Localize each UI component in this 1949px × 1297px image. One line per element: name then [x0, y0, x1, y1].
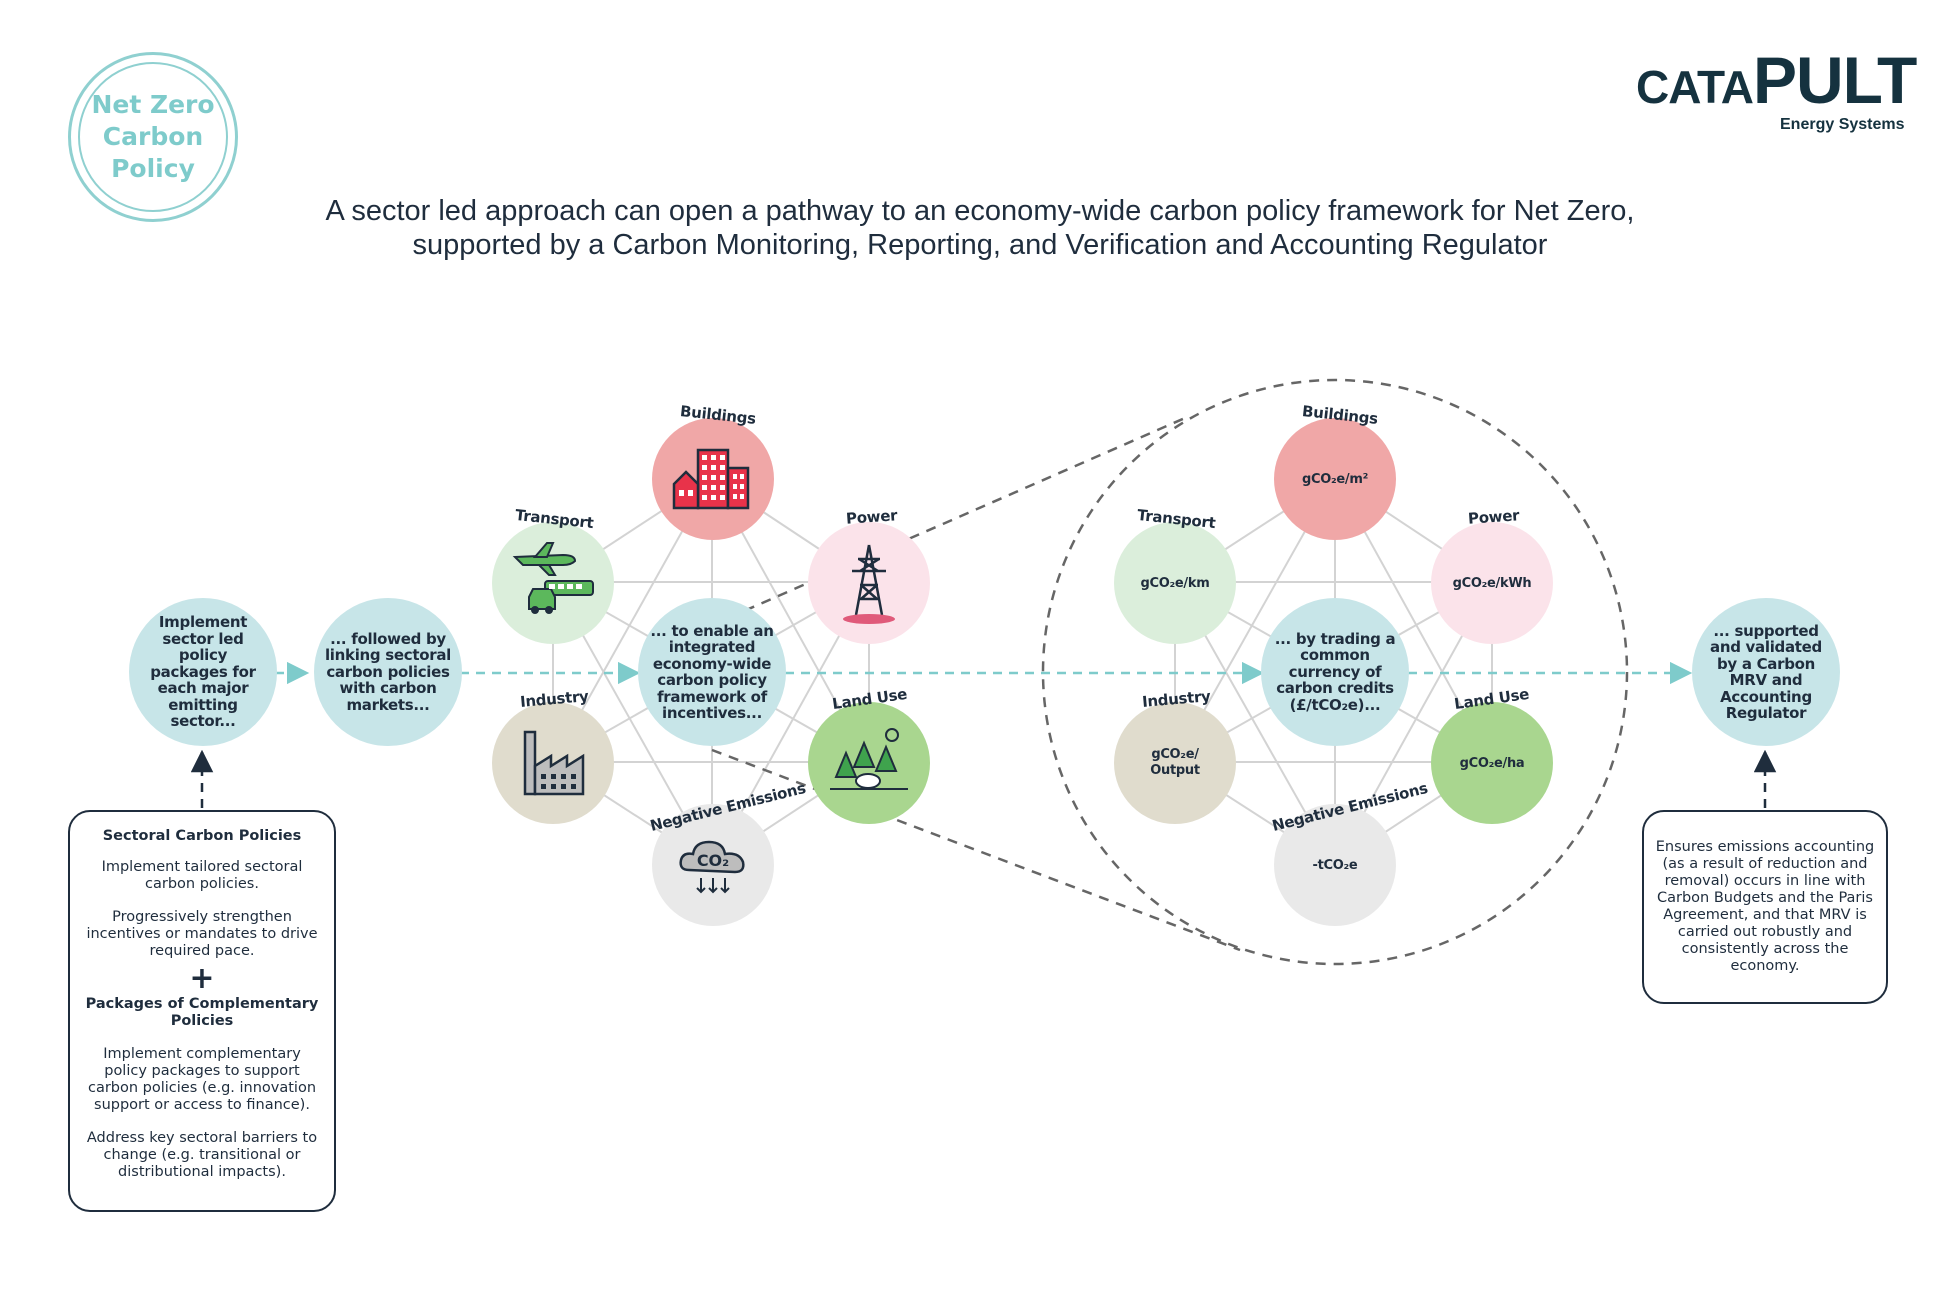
logo-a: A — [1720, 61, 1754, 113]
buildings-icon — [672, 448, 750, 510]
power-label-right: Power — [1467, 506, 1520, 528]
stamp-text: Net Zero Carbon Policy — [78, 62, 228, 212]
land-use-node — [808, 702, 930, 824]
zoom-line-top — [711, 416, 1186, 627]
power-node — [808, 522, 930, 644]
factory-icon — [523, 730, 585, 796]
zoom-line-bottom — [711, 748, 1241, 952]
stamp-line-2: Carbon — [102, 122, 204, 151]
land-use-unit-node: gCO₂e/ha — [1431, 702, 1553, 824]
logo-subtitle: Energy Systems — [1780, 116, 1905, 133]
power-pylon-icon — [843, 544, 895, 624]
step-3-bubble: ... to enable an integrated economy-wide… — [638, 598, 786, 746]
land-use-icon — [830, 728, 908, 790]
industry-node — [492, 702, 614, 824]
transport-node — [492, 522, 614, 644]
industry-unit-line-2: Output — [1150, 763, 1200, 778]
left-box-paragraph-4: Address key sectoral barriers to change … — [86, 1130, 318, 1180]
buildings-unit-node: gCO₂e/m² — [1274, 418, 1396, 540]
plus-icon: + — [189, 961, 215, 996]
zoom-circle — [1041, 378, 1629, 966]
step-4-bubble: ... by trading a common currency of carb… — [1261, 598, 1409, 746]
step-5-bubble: ... supported and validated by a Carbon … — [1692, 598, 1840, 746]
step-1-bubble: Implement sector led policy packages for… — [129, 598, 277, 746]
left-box-paragraph-3: Implement complementary policy packages … — [87, 1046, 317, 1113]
negative-emissions-unit-node: -tCO₂e — [1274, 804, 1396, 926]
left-box-heading-2: Packages of Complementary Policies — [85, 996, 319, 1029]
stamp-line-1: Net Zero — [91, 90, 215, 119]
stamp-line-3: Policy — [111, 154, 195, 183]
negative-emissions-node: CO₂ — [652, 804, 774, 926]
title-line-2: supported by a Carbon Monitoring, Report… — [412, 229, 1548, 261]
regulator-info-box: Ensures emissions accounting (as a resul… — [1642, 810, 1888, 1004]
net-zero-carbon-policy-stamp: Net Zero Carbon Policy — [68, 52, 238, 222]
transport-unit-node: gCO₂e/km — [1114, 522, 1236, 644]
title-line-1: A sector led approach can open a pathway… — [325, 195, 1635, 227]
logo-cat: CAT — [1636, 61, 1722, 113]
industry-unit-node: gCO₂e/ Output — [1114, 702, 1236, 824]
power-label: Power — [845, 506, 898, 528]
industry-unit-line-1: gCO₂e/ — [1151, 747, 1199, 762]
left-box-paragraph-2: Progressively strengthen incentives or m… — [86, 909, 318, 959]
step-2-bubble: ... followed by linking sectoral carbon … — [314, 598, 462, 746]
sectoral-policies-box: Sectoral Carbon Policies Implement tailo… — [68, 810, 336, 1212]
co2-icon-text: CO₂ — [697, 851, 729, 870]
page-title: A sector led approach can open a pathway… — [200, 194, 1760, 262]
left-box-heading-1: Sectoral Carbon Policies — [102, 828, 302, 844]
power-unit-node: gCO₂e/kWh — [1431, 522, 1553, 644]
catapult-logo: CATAPULT — [1636, 42, 1917, 118]
left-box-paragraph-1: Implement tailored sectoral carbon polic… — [101, 859, 303, 892]
buildings-node — [652, 418, 774, 540]
transport-icon — [512, 542, 594, 614]
right-box-text: Ensures emissions accounting (as a resul… — [1655, 839, 1875, 974]
co2-cloud-icon: CO₂ — [679, 840, 745, 894]
logo-pult: PULT — [1752, 43, 1917, 117]
